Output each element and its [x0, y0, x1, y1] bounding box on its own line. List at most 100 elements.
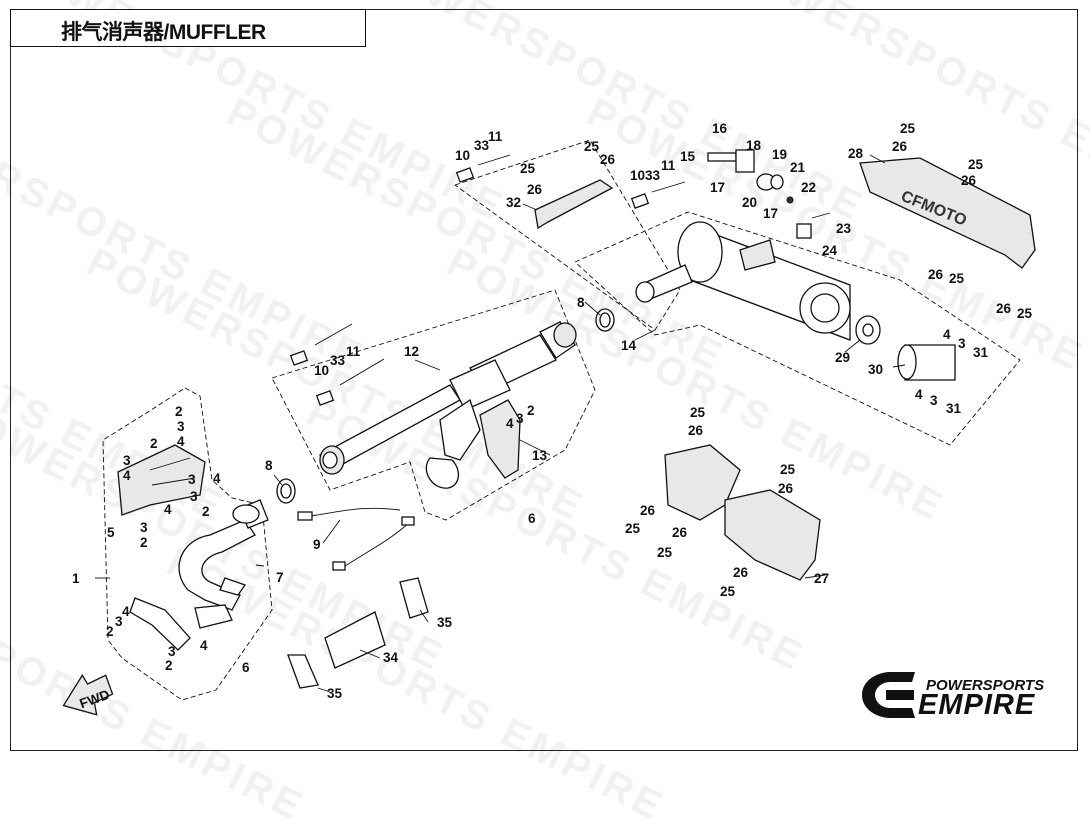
- callout: 22: [801, 180, 816, 195]
- callout: 25: [949, 271, 965, 286]
- callout: 32: [506, 195, 521, 210]
- callout: 35: [437, 615, 453, 630]
- callout: 4: [122, 604, 130, 619]
- callout: 25: [520, 161, 536, 176]
- empire-logo-icon: [862, 672, 915, 718]
- callout: 28: [848, 146, 864, 161]
- callout: 25: [690, 405, 706, 420]
- callout: 19: [772, 147, 787, 162]
- callout: 2: [150, 436, 158, 451]
- front-exhaust-pipe: [129, 499, 269, 651]
- callout: 26: [640, 503, 656, 518]
- callout: 11: [346, 344, 361, 359]
- callout: 4: [943, 327, 951, 342]
- assembly-outline-14: [574, 211, 1021, 446]
- callout: 3: [115, 614, 123, 629]
- callout: 8: [577, 295, 585, 310]
- callout: 26: [996, 301, 1012, 316]
- callout: 4: [164, 502, 172, 517]
- callout: 24: [822, 243, 838, 258]
- leader-lines: [95, 154, 906, 693]
- callout: 31: [973, 345, 989, 360]
- spring-bolt-set-lower: [289, 323, 385, 406]
- callout: 12: [404, 344, 419, 359]
- callout: 2: [527, 403, 535, 418]
- callout: 26: [961, 173, 977, 188]
- logo-line2: EMPIRE: [918, 689, 1036, 721]
- callout: 21: [790, 160, 806, 175]
- callout: 25: [1017, 306, 1033, 321]
- callout: 17: [763, 206, 778, 221]
- callout: 4: [915, 387, 923, 402]
- callout: 31: [946, 401, 962, 416]
- diagram-svg: FWD: [62, 121, 1036, 718]
- muffler-heat-shield-top: CFMOTO: [859, 157, 1036, 269]
- title-box: 排气消声器/MUFFLER: [10, 9, 366, 47]
- callout: 26: [527, 182, 543, 197]
- callout: 2: [202, 504, 210, 519]
- callout: 3: [516, 411, 524, 426]
- callout: 3: [140, 520, 148, 535]
- callout: 35: [327, 686, 343, 701]
- callout: 26: [672, 525, 688, 540]
- spark-arrestor: [855, 315, 956, 381]
- callout-numbers: 1 2 2 2 2 2 2 2 3 3 3 3 3 3 3 3 3 3 4 4 …: [72, 121, 1033, 701]
- callout: 34: [383, 650, 399, 665]
- assembly-outline-1: [102, 387, 273, 701]
- callout: 5: [107, 525, 115, 540]
- callout: 3: [177, 419, 185, 434]
- callout: 26: [733, 565, 749, 580]
- callout: 2: [140, 535, 148, 550]
- callout: 25: [625, 521, 641, 536]
- callout: 3: [123, 453, 131, 468]
- page-title: 排气消声器/MUFFLER: [61, 21, 266, 44]
- callout: 4: [123, 468, 131, 483]
- callout: 2: [106, 624, 114, 639]
- callout: 23: [836, 221, 852, 236]
- callout: 3: [168, 644, 176, 659]
- front-heat-shield: [117, 444, 206, 516]
- callout: 10: [314, 363, 329, 378]
- callout: 1: [72, 571, 80, 586]
- callout: 10: [455, 148, 470, 163]
- callout: 3: [930, 393, 938, 408]
- callout: 8: [265, 458, 273, 473]
- callout: 17: [710, 180, 725, 195]
- callout: 20: [742, 195, 757, 210]
- callout: 4: [200, 638, 208, 653]
- callout: 33: [645, 168, 661, 183]
- callout: 7: [276, 570, 284, 585]
- callout: 4: [213, 471, 221, 486]
- callout: 33: [330, 353, 346, 368]
- callout: 4: [177, 434, 185, 449]
- callout: 25: [657, 545, 673, 560]
- callout: 16: [712, 121, 728, 136]
- callout: 4: [506, 416, 514, 431]
- callout: 3: [188, 472, 196, 487]
- callout: 25: [584, 139, 600, 154]
- callout: 33: [474, 138, 490, 153]
- fwd-arrow-icon: FWD: [62, 674, 114, 716]
- callout: 25: [780, 462, 796, 477]
- callout: 26: [688, 423, 704, 438]
- catalyst-heat-shield: [479, 399, 521, 479]
- callout: 26: [778, 481, 794, 496]
- callout: 10: [630, 168, 645, 183]
- callout: 13: [532, 448, 548, 463]
- callout: 2: [175, 404, 183, 419]
- callout: 15: [680, 149, 696, 164]
- callout: 11: [661, 158, 676, 173]
- callout: 30: [868, 362, 883, 377]
- oxygen-sensor-cables: [297, 507, 415, 571]
- callout: 25: [720, 584, 736, 599]
- gasket-8-right: [595, 308, 615, 332]
- spring-bolt-set-upper: [455, 154, 686, 209]
- callout: 9: [313, 537, 321, 552]
- callout: 2: [165, 658, 173, 673]
- callout: 6: [528, 511, 536, 526]
- logo-line1: POWERSPORTS: [926, 677, 1045, 694]
- heat-shield-clamps: [287, 577, 429, 689]
- callout: 18: [746, 138, 762, 153]
- callout: 11: [488, 129, 503, 144]
- callout: 25: [968, 157, 984, 172]
